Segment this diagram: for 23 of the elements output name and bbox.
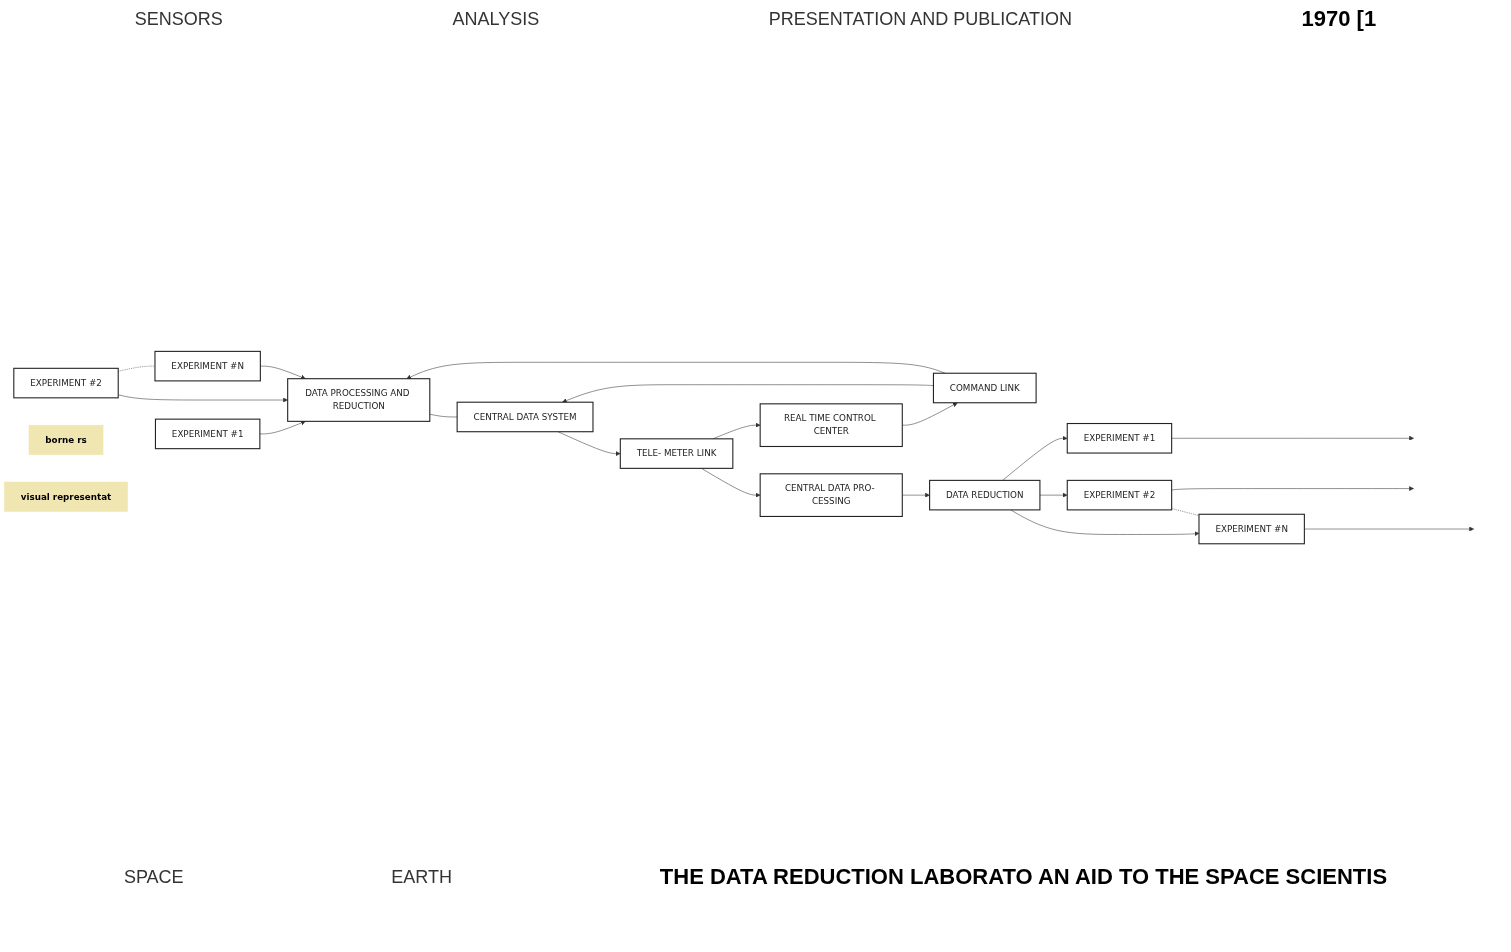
label-text: EARTH (391, 866, 453, 888)
node-box: COMMAND LINK (932, 373, 1037, 404)
label-text: THE DATA REDUCTION LABORATO AN AID TO THE SPACE SCIENTIS (659, 864, 1388, 890)
label-text: SENSORS (134, 8, 223, 30)
node-box: DATA PROCESSING AND REDUCTION (287, 378, 431, 423)
label-text: ANALYSIS (452, 8, 540, 30)
connector (429, 414, 458, 418)
node-box: EXPERIMENT #N (1198, 514, 1305, 545)
node-box: EXPERIMENT #N (154, 351, 261, 382)
label-text: PRESENTATION AND PUBLICATION (768, 8, 1072, 30)
node-box: TELE- METER LINK (619, 438, 734, 470)
node-box: EXPERIMENT #2 (1066, 480, 1173, 511)
node-box: EXPERIMENT #1 (154, 419, 261, 450)
node-box: DATA REDUCTION (929, 480, 1041, 511)
node-box: REAL TIME CONTROL CENTER (759, 403, 903, 448)
node-box: visual representat (4, 482, 128, 513)
node-box: borne rs (28, 425, 104, 456)
label-text: 1970 [1 (1301, 6, 1377, 32)
node-box: EXPERIMENT #1 (1066, 423, 1173, 454)
label-text: SPACE (123, 866, 184, 888)
node-box: CENTRAL DATA SYSTEM (456, 402, 594, 433)
node-box: CENTRAL DATA PRO- CESSING (759, 473, 903, 518)
node-box: EXPERIMENT #2 (13, 368, 119, 399)
